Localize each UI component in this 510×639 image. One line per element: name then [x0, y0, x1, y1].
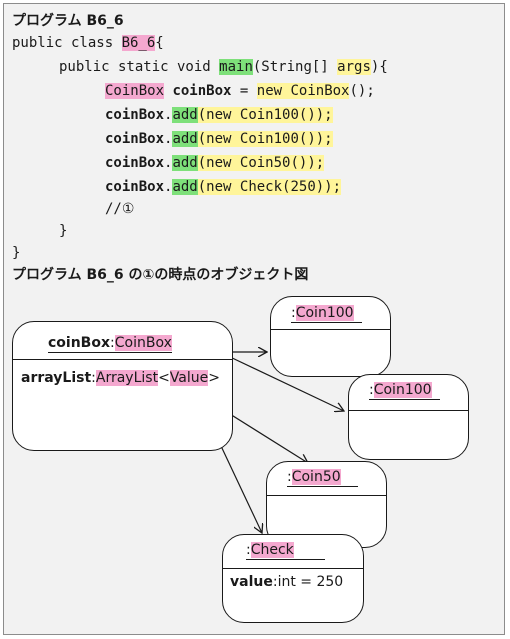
coin100-sep-1: :: [291, 305, 296, 321]
add-line-dot: .: [164, 107, 173, 123]
main-method-name: main: [219, 59, 253, 75]
coinbox-object-divider: [13, 359, 232, 360]
comment-marker: //①: [105, 201, 135, 217]
check-title: :Check: [246, 542, 325, 560]
coin100-divider-2: [349, 410, 468, 411]
arrow-to-check: [220, 445, 262, 533]
coinbox-type: CoinBox: [105, 83, 165, 99]
coinbox-object: coinBox:CoinBox arrayList:ArrayList<Valu…: [12, 321, 233, 451]
coin100-title-1: :Coin100: [291, 305, 363, 323]
attr-name: arrayList: [21, 370, 92, 386]
attr-gt: >: [208, 370, 220, 386]
add-line-4: coinBox.add(new Check(250));: [105, 178, 342, 196]
main-param-type: (String[]: [252, 59, 338, 75]
main-modifiers: public static void: [59, 59, 220, 75]
outer-close-brace: }: [12, 245, 21, 261]
add-line-arg: (new Coin100());: [197, 107, 333, 123]
add-line-dot: .: [164, 179, 173, 195]
coin100-object-1: :Coin100: [270, 296, 391, 377]
coin50-type: Coin50: [291, 469, 341, 485]
inner-close-brace: }: [59, 223, 68, 239]
coin100-object-2: :Coin100: [348, 374, 469, 460]
main-declaration: public static void main(String[] args){: [59, 58, 388, 76]
coin50-divider: [267, 495, 386, 496]
class-keyword: public class: [12, 35, 122, 51]
new-expression: new CoinBox: [256, 83, 350, 99]
coinbox-object-name: coinBox: [48, 335, 111, 351]
add-line-3: coinBox.add(new Coin50());: [105, 154, 325, 172]
class-brace: {: [155, 35, 164, 51]
attr-lt: <: [158, 370, 170, 386]
add-line-obj: coinBox: [105, 155, 165, 171]
check-attr-sep: :: [272, 574, 278, 590]
add-line-method: add: [172, 131, 198, 147]
check-attr-name: value: [230, 574, 273, 590]
coinbox-var: coinBox: [172, 83, 232, 99]
coin50-title: :Coin50: [287, 469, 359, 487]
attr-sep: :: [91, 370, 96, 386]
check-sep: :: [246, 542, 251, 558]
coin100-sep-2: :: [369, 382, 374, 398]
add-line-dot: .: [164, 131, 173, 147]
check-type: Check: [250, 542, 294, 558]
add-line-arg: (new Coin50());: [197, 155, 325, 171]
coin100-title-2: :Coin100: [369, 382, 441, 400]
coin100-divider-1: [271, 329, 390, 330]
add-line-method: add: [172, 155, 198, 171]
add-line-obj: coinBox: [105, 179, 165, 195]
check-object: :Check value:int = 250: [222, 534, 364, 623]
program-title: プログラム B6_6: [12, 13, 124, 29]
diagram-title: プログラム B6_6 の①の時点のオブジェクト図: [12, 267, 309, 283]
assign-op: =: [231, 83, 257, 99]
coinbox-attribute: arrayList:ArrayList<Value>: [21, 370, 220, 386]
main-param-name: args: [337, 59, 371, 75]
attr-type: ArrayList: [95, 370, 159, 386]
coinbox-object-title: coinBox:CoinBox: [48, 335, 172, 353]
check-divider: [223, 568, 363, 569]
coinbox-object-sep: :: [110, 335, 115, 351]
check-attribute: value:int = 250: [230, 574, 343, 590]
add-line-1: coinBox.add(new Coin100());: [105, 106, 333, 124]
figure-panel: プログラム B6_6 public class B6_6{ public sta…: [3, 3, 505, 635]
new-end: ();: [349, 83, 375, 99]
coin50-sep: :: [287, 469, 292, 485]
add-line-obj: coinBox: [105, 131, 165, 147]
check-attr-value: int = 250: [277, 574, 344, 590]
class-name: B6_6: [121, 35, 156, 51]
coin100-type-1: Coin100: [295, 305, 354, 321]
add-line-dot: .: [164, 155, 173, 171]
class-declaration: public class B6_6{: [12, 34, 164, 52]
coinbox-object-type: CoinBox: [114, 335, 172, 351]
main-suffix: ){: [370, 59, 388, 75]
coin100-type-2: Coin100: [373, 382, 432, 398]
attr-generic: Value: [169, 370, 209, 386]
add-line-method: add: [172, 107, 198, 123]
coin50-object: :Coin50: [266, 461, 387, 548]
arrow-to-coin100-b: [227, 355, 344, 411]
add-line-2: coinBox.add(new Coin100());: [105, 130, 333, 148]
new-coinbox-statement: CoinBox coinBox = new CoinBox();: [105, 82, 375, 100]
add-line-obj: coinBox: [105, 107, 165, 123]
add-line-arg: (new Coin100());: [197, 131, 333, 147]
add-line-arg: (new Check(250));: [197, 179, 342, 195]
add-line-method: add: [172, 179, 198, 195]
